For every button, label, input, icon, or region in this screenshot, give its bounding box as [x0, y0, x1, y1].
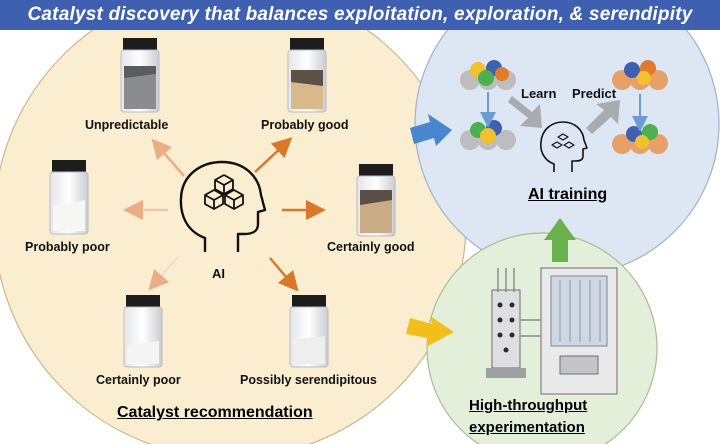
arrow-possibly-serendipitous [269, 257, 299, 292]
label-probably-poor: Probably poor [25, 240, 110, 254]
label-unpredictable: Unpredictable [85, 118, 169, 132]
arrow-probably-good [254, 137, 293, 173]
learn-arrow [508, 96, 542, 128]
experiment-heading-line1: High-throughput [469, 397, 588, 414]
page-title: Catalyst discovery that balances exploit… [0, 0, 720, 30]
ai-head-icon [179, 160, 267, 252]
experiment-heading-line2: experimentation [469, 419, 585, 436]
catalyst-cluster-icon [460, 60, 668, 154]
predict-label: Predict [572, 86, 617, 101]
training-heading: AI training [528, 186, 608, 203]
label-possibly-serendipitous: Possibly serendipitous [240, 373, 377, 387]
arrow-experiment-to-training [544, 218, 576, 262]
arrow-recommendation-to-experiment [406, 316, 454, 346]
label-probably-good: Probably good [261, 118, 349, 132]
vial-unpredictable [120, 38, 160, 113]
recommendation-heading: Catalyst recommendation [117, 404, 313, 421]
ai-head-small-icon [540, 121, 588, 172]
ai-label: AI [212, 266, 225, 281]
vial-certainly-poor [123, 295, 163, 368]
vial-possibly-serendipitous [289, 295, 329, 368]
arrow-certainly-poor [148, 257, 178, 291]
vial-certainly-good [356, 164, 396, 237]
label-certainly-poor: Certainly poor [96, 373, 181, 387]
vial-probably-poor [49, 160, 89, 235]
vial-probably-good [287, 38, 327, 113]
learn-label: Learn [521, 86, 557, 101]
predict-arrow [586, 100, 620, 134]
arrow-training-to-recommendation [410, 114, 452, 146]
label-certainly-good: Certainly good [327, 240, 415, 254]
arrow-unpredictable [151, 138, 185, 177]
reactor-icon [486, 267, 618, 395]
